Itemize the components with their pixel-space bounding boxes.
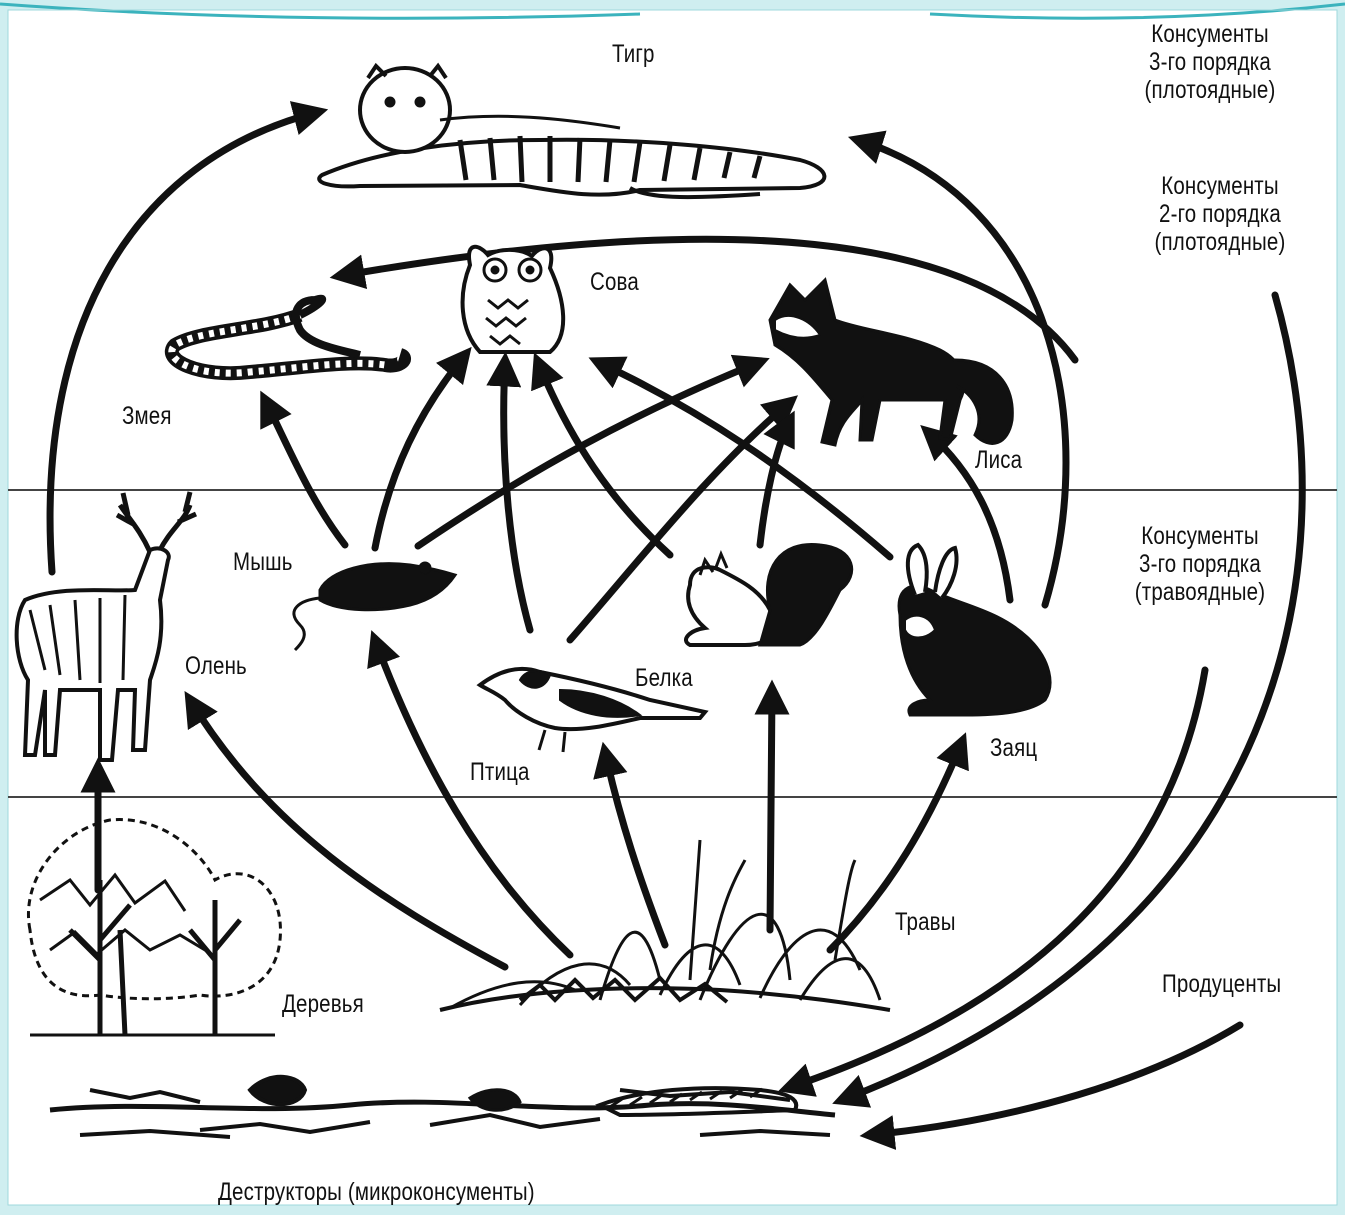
label-owl: Сова bbox=[590, 268, 639, 296]
label-tiger: Тигр bbox=[612, 40, 655, 68]
label-consumers-3-line1: Консументы bbox=[1116, 20, 1305, 48]
tiger-illustration bbox=[319, 66, 824, 197]
label-fox: Лиса bbox=[975, 446, 1022, 474]
fox-illustration bbox=[770, 280, 1012, 445]
arrow-mouse-owl bbox=[375, 355, 465, 548]
label-destructors: Деструкторы (микроконсументы) bbox=[218, 1178, 535, 1206]
label-consumers-herbivores: Консументы 3-го порядка (травоядные) bbox=[1106, 522, 1295, 606]
snake-illustration bbox=[172, 299, 404, 374]
label-trees: Деревья bbox=[282, 990, 364, 1018]
label-herbivores-line2: 3-го порядка bbox=[1106, 550, 1295, 578]
squirrel-illustration bbox=[686, 544, 852, 645]
arrow-bird-owl bbox=[504, 362, 530, 630]
label-producers: Продуценты bbox=[1162, 970, 1281, 998]
arrows bbox=[50, 112, 1302, 1135]
trees-illustration bbox=[28, 820, 280, 1035]
arrow-producers-destructors bbox=[870, 1025, 1240, 1135]
grass-illustration bbox=[440, 840, 890, 1010]
label-herbivores-line1: Консументы bbox=[1106, 522, 1295, 550]
owl-illustration bbox=[463, 247, 564, 352]
label-grass: Травы bbox=[895, 908, 956, 936]
arrow-fox-snake bbox=[340, 239, 1075, 360]
label-consumers-2-carnivores: Консументы 2-го порядка (плотоядные) bbox=[1126, 172, 1315, 256]
label-hare: Заяц bbox=[990, 734, 1037, 762]
label-snake: Змея bbox=[122, 402, 172, 430]
label-consumers-2-line3: (плотоядные) bbox=[1126, 228, 1315, 256]
label-consumers-3-line3: (плотоядные) bbox=[1116, 76, 1305, 104]
arrow-squirrel-fox bbox=[760, 420, 790, 545]
arrow-mouse-snake bbox=[265, 400, 345, 545]
label-herbivores-line3: (травоядные) bbox=[1106, 578, 1295, 606]
label-bird: Птица bbox=[470, 758, 530, 786]
hare-illustration bbox=[899, 545, 1050, 715]
label-consumers-3-line2: 3-го порядка bbox=[1116, 48, 1305, 76]
label-deer: Олень bbox=[185, 652, 247, 680]
arrow-grass-squirrel bbox=[770, 690, 772, 930]
label-consumers-2-line2: 2-го порядка bbox=[1126, 200, 1315, 228]
label-squirrel: Белка bbox=[635, 664, 693, 692]
destructors-illustration bbox=[50, 1077, 835, 1137]
label-consumers-2-line1: Консументы bbox=[1126, 172, 1315, 200]
label-consumers-3-carnivores: Консументы 3-го порядка (плотоядные) bbox=[1116, 20, 1305, 104]
label-mouse: Мышь bbox=[233, 548, 293, 576]
deer-illustration bbox=[17, 492, 196, 760]
arrow-grass-bird bbox=[605, 752, 665, 945]
